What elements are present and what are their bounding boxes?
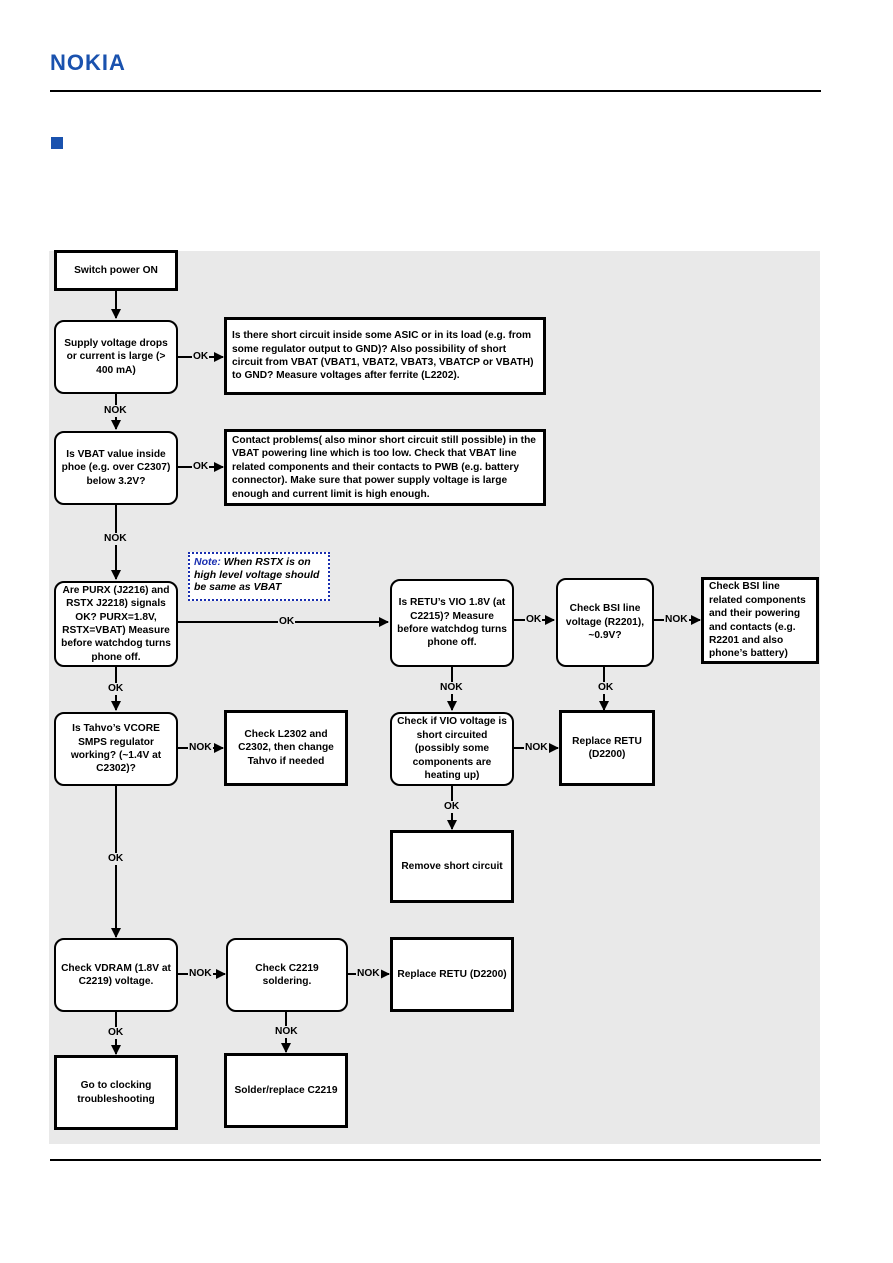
node-clocking: Go to clocking troubleshooting — [54, 1055, 178, 1130]
edge-label-nok: NOK — [188, 968, 213, 980]
edge-label-ok: OK — [192, 461, 210, 473]
node-check-vdram: Check VDRAM (1.8V at C2219) voltage. — [54, 938, 178, 1012]
edge-label-ok: OK — [525, 614, 543, 626]
node-vio-short: Check if VIO voltage is short circuited … — [390, 712, 514, 786]
edge-label-ok: OK — [107, 683, 125, 695]
edge-label-ok: OK — [278, 616, 296, 628]
edge-label-nok: NOK — [439, 682, 464, 694]
node-solder-c2219: Solder/replace C2219 — [224, 1053, 348, 1128]
node-vbat-value: Is VBAT value inside phoe (e.g. over C23… — [54, 431, 178, 505]
node-switch-power-on: Switch power ON — [54, 250, 178, 291]
edge-label-nok: NOK — [103, 533, 128, 545]
edge-label-ok: OK — [192, 351, 210, 363]
node-supply-voltage-drops: Supply voltage drops or current is large… — [54, 320, 178, 394]
edge-label-nok: NOK — [356, 968, 381, 980]
footer-rule — [50, 1159, 821, 1161]
edge-label-ok: OK — [443, 801, 461, 813]
node-replace-retu-2: Replace RETU (D2200) — [390, 937, 514, 1012]
node-retu-vio: Is RETU’s VIO 1.8V (at C2215)? Measure b… — [390, 579, 514, 667]
node-contact-problems: Contact problems( also minor short circu… — [224, 429, 546, 506]
node-purx-rstx-signals: Are PURX (J2216) and RSTX J2218) signals… — [54, 581, 178, 667]
edge-label-ok: OK — [107, 853, 125, 865]
edge-label-nok: NOK — [524, 742, 549, 754]
edge-label-nok: NOK — [103, 405, 128, 417]
node-check-l2302: Check L2302 and C2302, then change Tahvo… — [224, 710, 348, 786]
nokia-logo: NOKIA — [50, 50, 126, 75]
node-check-c2219: Check C2219 soldering. — [226, 938, 348, 1012]
node-replace-retu: Replace RETU (D2200) — [559, 710, 655, 786]
header-rule — [50, 90, 821, 92]
edge-label-nok: NOK — [188, 742, 213, 754]
note-rstx: Note: When RSTX is on high level voltage… — [188, 552, 330, 601]
edge-label-ok: OK — [107, 1027, 125, 1039]
node-check-bsi-components: Check BSI line related components and th… — [701, 577, 819, 664]
node-short-circuit-asic: Is there short circuit inside some ASIC … — [224, 317, 546, 395]
node-remove-short: Remove short circuit — [390, 830, 514, 903]
node-check-bsi-voltage: Check BSI line voltage (R2201), ~0.9V? — [556, 578, 654, 667]
edge-label-nok: NOK — [274, 1026, 299, 1038]
edge-label-nok: NOK — [664, 614, 689, 626]
node-tahvo-vcore: Is Tahvo’s VCORE SMPS regulator working?… — [54, 712, 178, 786]
edge-label-ok: OK — [597, 682, 615, 694]
section-bullet-icon — [51, 137, 63, 149]
